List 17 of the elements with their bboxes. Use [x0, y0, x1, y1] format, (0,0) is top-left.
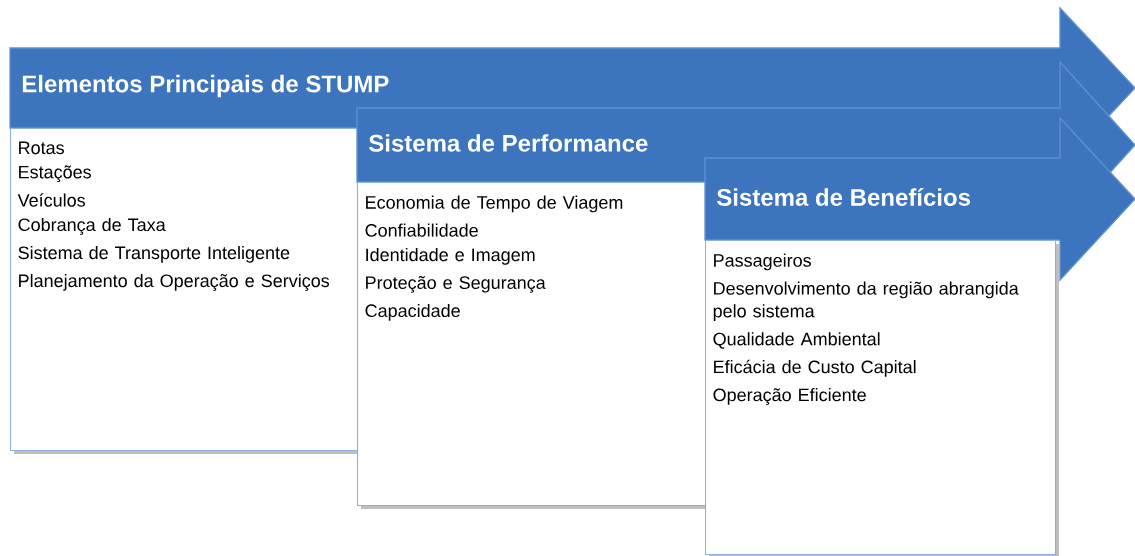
- list-item: Cobrança de Taxa: [18, 217, 166, 235]
- node-label: Sistema de Benefícios: [716, 188, 971, 206]
- list-item: Capacidade: [365, 303, 460, 321]
- list-item: Operação Eficiente: [713, 388, 866, 405]
- list-item: Eficácia de Custo Capital: [714, 359, 916, 377]
- list-item: Planejamento da Operação e Serviços: [19, 273, 330, 291]
- node-label: Sistema de Performance: [368, 134, 648, 152]
- list-item: Proteção e Segurança: [366, 275, 546, 293]
- list-item: Sistema de Transporte Inteligente: [18, 245, 290, 263]
- list-item: Economia de Tempo de Viagem: [366, 195, 623, 213]
- list-item: Rotas: [19, 141, 64, 155]
- list-item: Veículos: [17, 193, 85, 207]
- list-item: Passageiros: [714, 253, 811, 271]
- list-box: [705, 240, 1059, 556]
- list-item: Desenvolvimento da região abrangida pelo sistema: [713, 281, 1019, 321]
- list-item: Qualidade Ambiental: [713, 332, 880, 349]
- list-item: Identidade e Imagem: [366, 248, 535, 265]
